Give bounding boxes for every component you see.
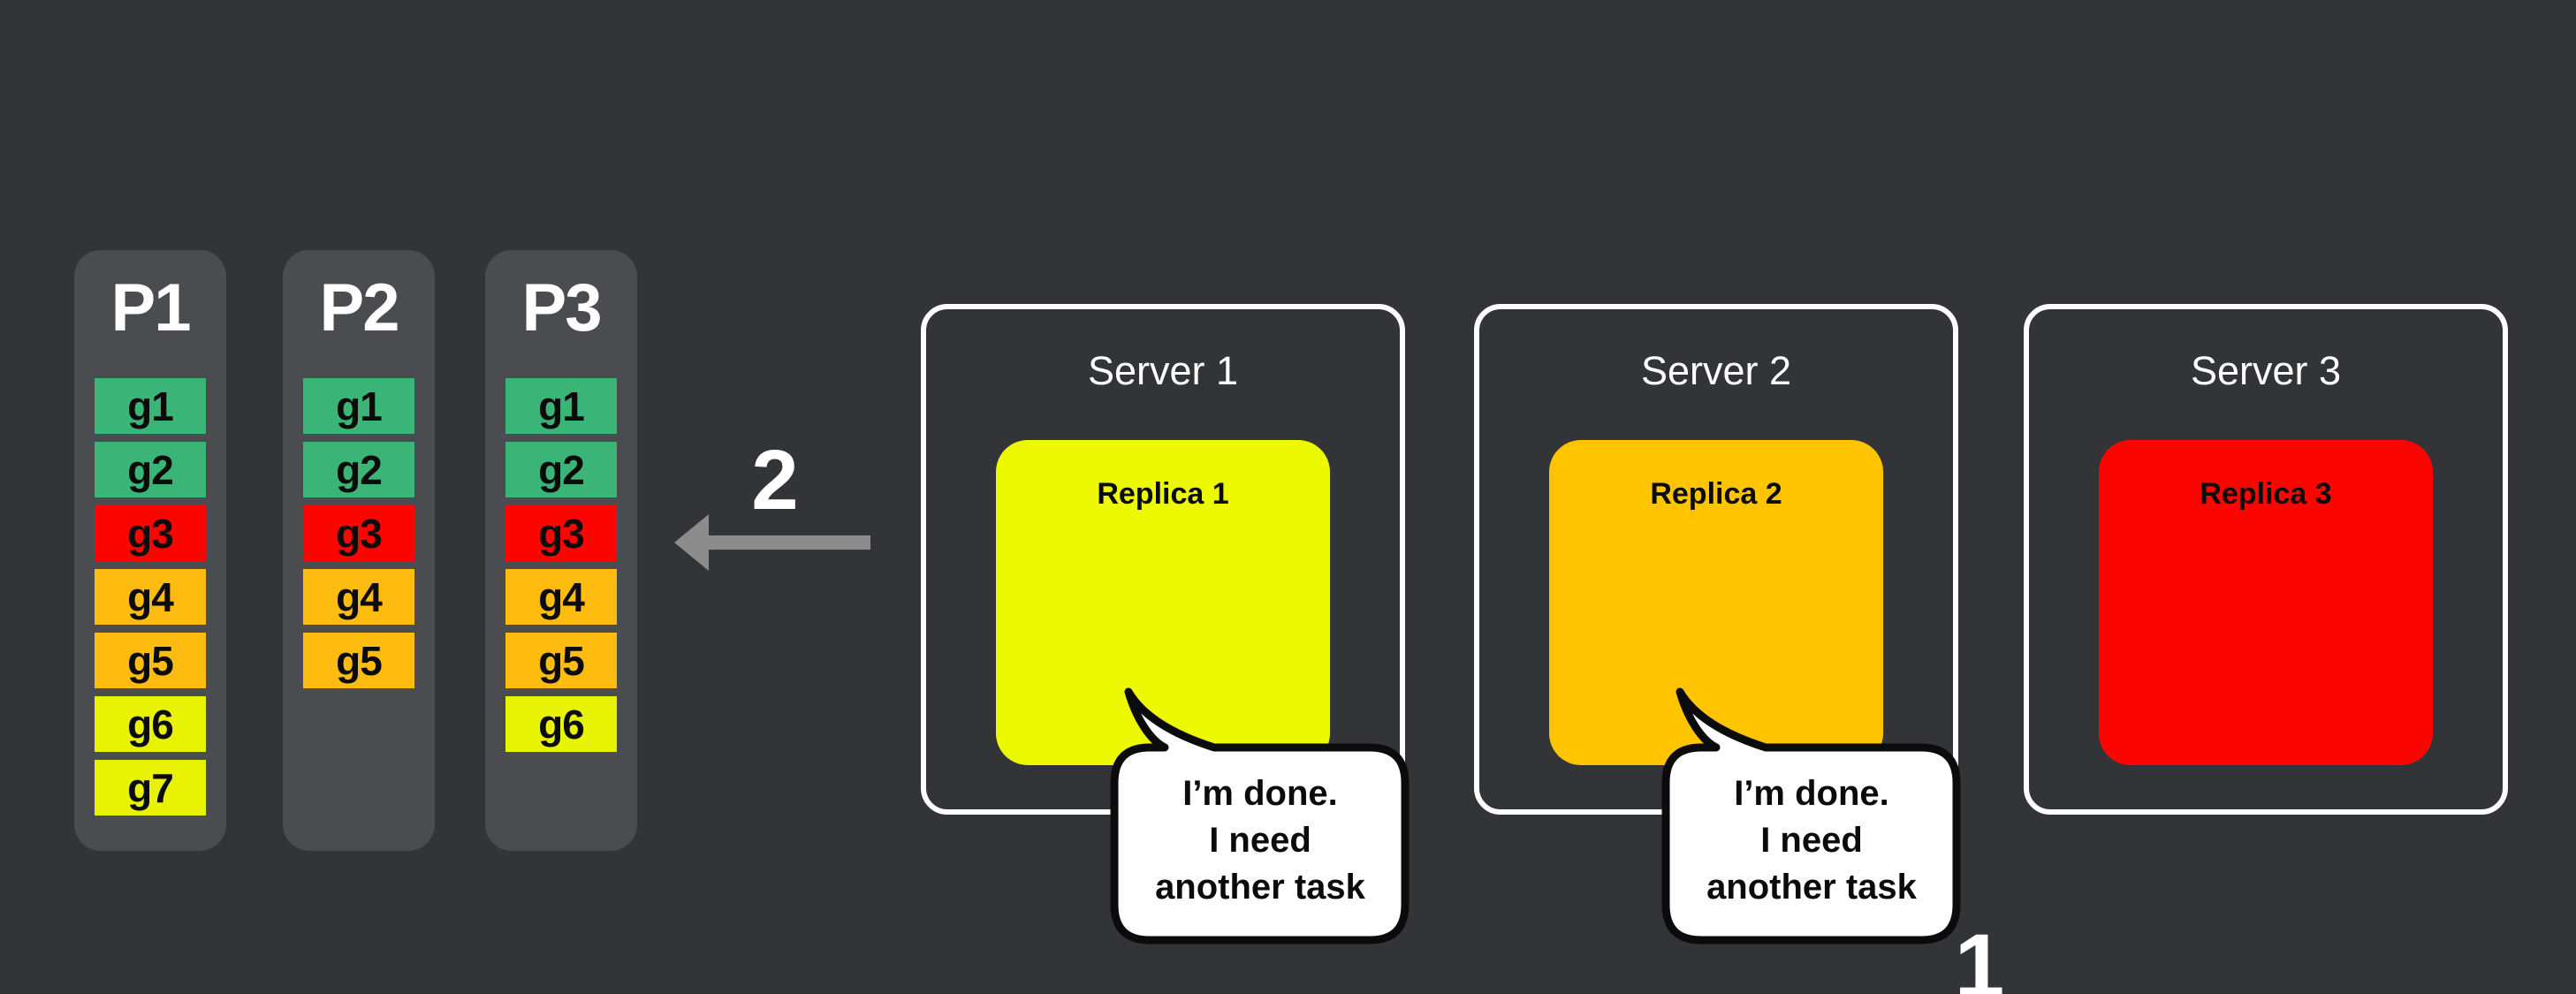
bubble-line: I’m done. [1734,774,1889,813]
replica-title: Replica 1 [1097,477,1229,511]
task-block: g4 [505,569,617,625]
replica-box-2: Replica 2 [1549,440,1883,765]
task-stack: g1 g2 g3 g4 g5 [303,378,414,696]
partition-title: P3 [521,270,603,345]
server-title: Server 1 [1087,348,1239,393]
task-block: g5 [505,633,617,688]
bubble-line: I need [1209,821,1311,860]
replica-title: Replica 2 [1650,477,1782,511]
task-block: g1 [303,378,414,434]
partition-column-p2: P2 g1 g2 g3 g4 g5 [283,250,435,851]
task-block: g6 [505,696,617,752]
step-2-label: 2 [751,433,799,527]
replica-title: Replica 3 [2200,477,2332,511]
task-block: g4 [95,569,206,625]
speech-bubble [1661,687,1961,945]
left-arrow-icon [674,514,870,571]
server-box-3: Server 3 [2024,304,2508,815]
speech-bubble-text: I’m done. I need another task [1114,770,1406,911]
task-block: g1 [505,378,617,434]
task-block: g3 [95,505,206,561]
speech-bubble-text: I’m done. I need another task [1666,770,1957,911]
speech-bubble [1110,687,1410,945]
task-block: g6 [95,696,206,752]
replica-box-1: Replica 1 [996,440,1330,765]
partition-column-p3: P3 g1 g2 g3 g4 g5 g6 [485,250,637,851]
task-block: g2 [95,442,206,497]
task-block: g3 [505,505,617,561]
server-title: Server 3 [2190,348,2342,393]
step-1-label: 1 [1954,915,2005,994]
task-block: g7 [95,760,206,816]
replica-box-3: Replica 3 [2099,440,2433,765]
partition-column-p1: P1 g1 g2 g3 g4 g5 g6 g7 [74,250,226,851]
bubble-line: I need [1760,821,1863,860]
task-block: g5 [303,633,414,688]
bubble-line: I’m done. [1182,774,1338,813]
task-block: g3 [303,505,414,561]
task-block: g1 [95,378,206,434]
task-block: g2 [505,442,617,497]
bubble-line: another task [1155,868,1365,907]
bubble-line: another task [1706,868,1917,907]
server-title: Server 2 [1640,348,1792,393]
task-block: g5 [95,633,206,688]
task-stack: g1 g2 g3 g4 g5 g6 [505,378,617,760]
task-block: g2 [303,442,414,497]
task-block: g4 [303,569,414,625]
task-stack: g1 g2 g3 g4 g5 g6 g7 [95,378,206,823]
partition-title: P1 [110,270,192,345]
partition-title: P2 [319,270,400,345]
